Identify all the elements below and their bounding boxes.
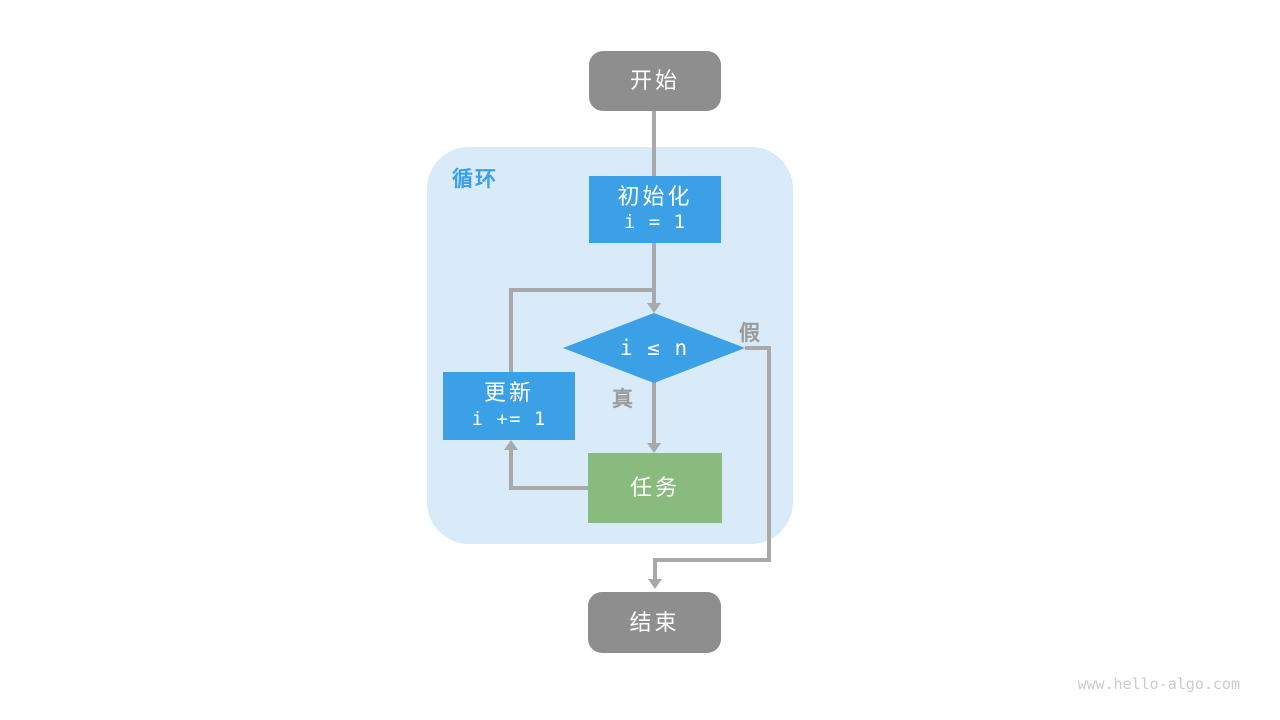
node-task-label: 任务 [629, 475, 680, 501]
edge-task-to-update-vertical [509, 448, 513, 490]
edge-condition-to-task [652, 381, 656, 444]
node-condition-code: i ≤ n [619, 335, 689, 360]
arrowhead-into-end [648, 579, 662, 589]
node-update-label: 更新 [483, 380, 534, 406]
edge-false-vertical [767, 346, 771, 562]
node-end-label: 结束 [629, 609, 680, 635]
watermark-text: www.hello-algo.com [1077, 675, 1240, 693]
edge-label-true: 真 [612, 388, 633, 411]
loop-region-label: 循环 [452, 168, 498, 191]
edge-update-feedback-horizontal [509, 288, 656, 292]
edge-update-feedback-vertical [509, 290, 513, 374]
edge-init-to-condition [652, 242, 656, 305]
node-start: 开始 [589, 51, 721, 111]
node-init-label: 初始化 [617, 183, 693, 209]
node-end: 结束 [588, 592, 721, 653]
edge-false-horizontal-top [745, 346, 771, 350]
edge-false-to-end [653, 560, 657, 580]
edge-task-to-update-horizontal [509, 486, 590, 490]
node-task: 任务 [588, 453, 722, 523]
arrowhead-into-task [647, 443, 661, 453]
arrowhead-into-condition [647, 303, 661, 313]
edge-false-horizontal-bottom [653, 558, 771, 562]
node-update-code: i += 1 [471, 407, 547, 430]
node-init: 初始化 i = 1 [589, 176, 721, 243]
node-update: 更新 i += 1 [443, 372, 575, 440]
node-init-code: i = 1 [623, 211, 687, 234]
node-start-label: 开始 [629, 68, 680, 94]
arrowhead-into-update [504, 440, 518, 450]
edge-start-to-init [652, 110, 656, 177]
edge-label-false: 假 [739, 322, 760, 345]
